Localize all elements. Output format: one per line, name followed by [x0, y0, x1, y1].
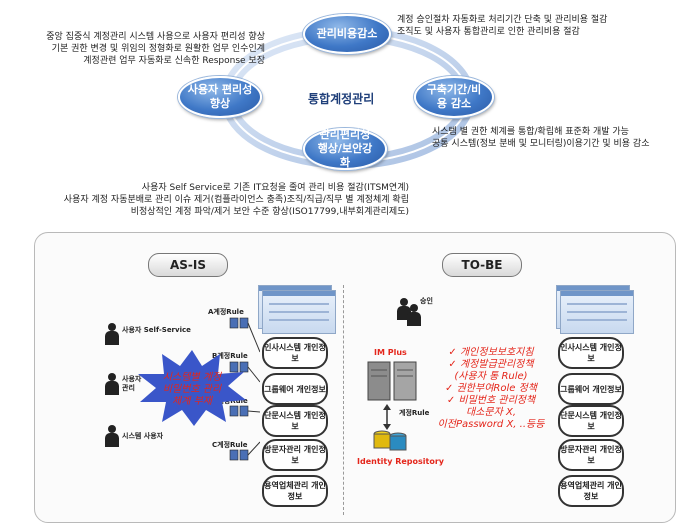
asis-system-sms: 단문시스템 개인정보	[262, 405, 328, 437]
asis-label: AS-IS	[148, 253, 228, 277]
tobe-system-visitor: 방문자관리 개인정보	[558, 439, 624, 471]
identity-repository-label: Identity Repository	[357, 457, 445, 466]
asis-user-system: 시스템 사용자	[122, 432, 164, 440]
policy-item: ✓ 개인정보보호지침	[448, 347, 534, 358]
asis-screen-stack	[262, 290, 336, 334]
bubble-user-convenience: 사용자 편리성 향상	[178, 76, 262, 118]
asis-system-contractor: 용역업체관리 개인정보	[262, 475, 328, 507]
text-right-line: 공통 시스템(정보 분배 및 모니터링)이용기간 및 비용 감소	[432, 139, 650, 149]
asis-rule-label: A계정Rule	[208, 308, 244, 316]
tobe-screen-stack	[560, 290, 634, 334]
approver-icon	[406, 304, 422, 326]
sync-arrow-icon	[383, 404, 391, 430]
tobe-system-label: 단문시스템 개인정보	[560, 411, 622, 431]
im-plus-label: IM Plus	[374, 348, 407, 357]
text-right-line: 시스템 별 권한 체계를 통합/확립해 표준화 개발 가능	[432, 127, 629, 137]
asis-rule-label: B계정Rule	[212, 352, 248, 360]
asis-system-hr: 인사시스템 개인정보	[262, 337, 328, 369]
user-icon	[104, 425, 120, 447]
text-top-right-block: 계정 승인절차 자동화로 처리기간 단축 및 관리비용 절감 조직도 및 사용자…	[397, 14, 607, 38]
asis-problem-text: 시스템별 계정 비밀번호 관리 체계 부재	[162, 372, 222, 407]
policy-item: ✓ 비밀번호 관리정책	[446, 395, 536, 406]
text-top-right-line: 조직도 및 사용자 통합관리로 인한 관리비용 절감	[397, 27, 580, 37]
asis-system-visitor: 방문자관리 개인정보	[262, 439, 328, 471]
text-right-block: 시스템 별 권한 체계를 통합/확립해 표준화 개발 가능 공통 시스템(정보 …	[432, 126, 650, 150]
tobe-system-groupware: 그룹웨어 개인정보	[558, 373, 624, 405]
asis-system-label: 용역업체관리 개인정보	[264, 481, 326, 501]
tobe-policy-list: ✓ 개인정보보호지침 ✓ 계정발급관리정책 (사용자 통 Rule) ✓ 권한부…	[428, 347, 554, 431]
user-icon	[104, 373, 120, 395]
tobe-system-label: 용역업체관리 개인정보	[560, 481, 622, 501]
tobe-system-contractor: 용역업체관리 개인정보	[558, 475, 624, 507]
tobe-system-label: 그룹웨어 개인정보	[560, 384, 622, 394]
text-bottom-block: 사용자 Self Service로 기존 IT요청을 줄여 관리 비용 절감(I…	[64, 182, 409, 218]
bubble-security: 관리편리성 행상/보안강화	[303, 128, 387, 170]
asis-problem-star	[138, 350, 246, 426]
text-bottom-line: 비정상적인 계정 파악/제거 보안 수준 향상(ISO17799,내부회계관리제…	[130, 207, 409, 217]
text-bottom-line: 사용자 Self Service로 기존 IT요청을 줄여 관리 비용 절감(I…	[141, 183, 409, 193]
tobe-label: TO-BE	[442, 253, 522, 277]
bubble-cost-reduction: 관리비용감소	[303, 14, 391, 54]
asis-system-label: 단문시스템 개인정보	[264, 411, 326, 431]
text-left-line: 중앙 집중식 계정관리 시스템 사용으로 사용자 편리성 향상	[46, 32, 265, 42]
tobe-system-label: 인사시스템 개인정보	[560, 343, 622, 363]
user-icon	[104, 323, 120, 345]
server-icon	[367, 361, 417, 401]
asis-system-label: 인사시스템 개인정보	[264, 343, 326, 363]
text-left-line: 계정관련 업무 자동화로 신속한 Response 보장	[83, 56, 265, 66]
panel-divider	[343, 285, 344, 515]
asis-user-admin: 사용자 관리	[122, 375, 142, 392]
asis-system-groupware: 그룹웨어 개인정보	[262, 373, 328, 405]
text-left-line: 기본 권한 변경 및 위임의 정형화로 원활한 업무 인수인계	[51, 44, 265, 54]
asis-rule-icons	[229, 317, 260, 461]
tobe-system-hr: 인사시스템 개인정보	[558, 337, 624, 369]
tobe-system-label: 방문자관리 개인정보	[560, 445, 622, 465]
bubble-build-cost: 구축기간/비용 감소	[414, 76, 494, 118]
center-title: 통합계정관리	[308, 92, 375, 106]
policy-item: (사용자 통 Rule)	[454, 371, 528, 382]
policy-item: 대소문자 X,	[465, 407, 516, 418]
asis-system-label: 방문자관리 개인정보	[264, 445, 326, 465]
text-top-right-line: 계정 승인절차 자동화로 처리기간 단축 및 관리비용 절감	[397, 15, 608, 25]
asis-user-self-service: 사용자 Self-Service	[122, 326, 191, 334]
text-left-block: 중앙 집중식 계정관리 시스템 사용으로 사용자 편리성 향상 기본 권한 변경…	[46, 31, 265, 67]
policy-item: ✓ 권한부여Role 정책	[445, 383, 537, 394]
repository-icon	[373, 430, 407, 451]
asis-rule-label: C계정Rule	[212, 441, 248, 449]
policy-item: ✓ 계정발급관리정책	[448, 359, 534, 370]
text-bottom-line: 사용자 계정 자동분배로 관리 이슈 제거(컴플라이언스 충족)조직/직급/직무…	[63, 195, 409, 205]
asis-system-label: 그룹웨어 개인정보	[264, 384, 326, 394]
approval-label: 승인	[420, 297, 433, 305]
tobe-rule-label: 계정Rule	[399, 409, 430, 417]
tobe-system-sms: 단문시스템 개인정보	[558, 405, 624, 437]
policy-item: 이전Password X, ..등등	[437, 419, 545, 430]
